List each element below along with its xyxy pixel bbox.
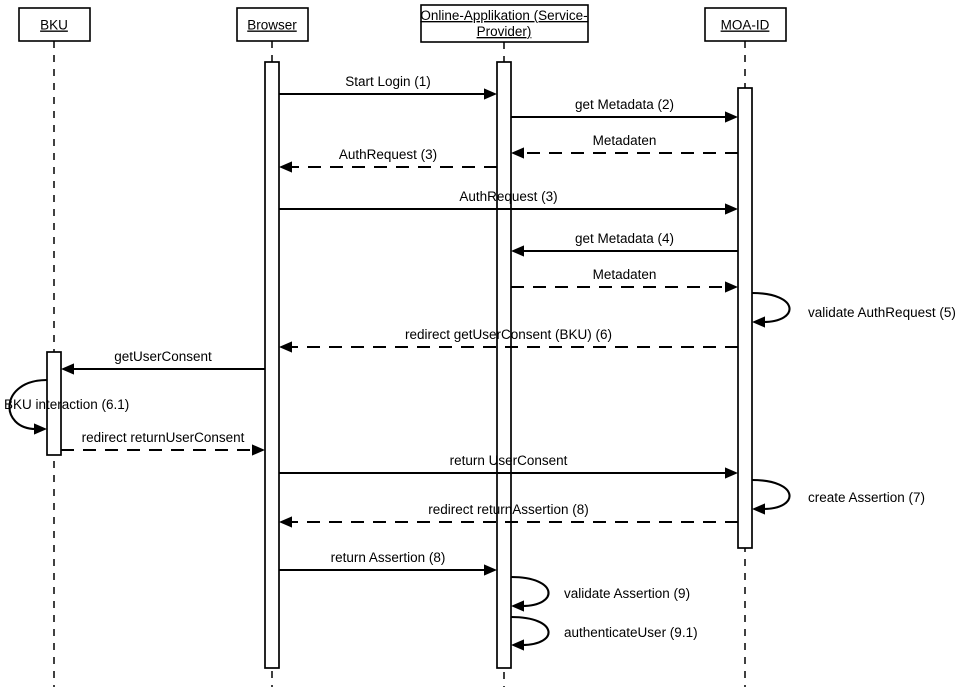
lifeline-header-box-bku[interactable]	[18, 7, 91, 42]
message-3[interactable]: Metadaten	[511, 133, 738, 159]
message-arrowhead-4	[279, 161, 292, 173]
message-arrowhead-5	[725, 203, 738, 215]
self-messages-layer: validate AuthRequest (5) BKU interaction …	[4, 291, 956, 651]
self-message-arrowhead-4	[511, 600, 524, 612]
message-label-12: redirect returnAssertion (8)	[428, 502, 589, 517]
message-label-4: AuthRequest (3)	[339, 147, 437, 162]
lifeline-header-box-moaid[interactable]	[704, 7, 787, 42]
activation-bar-oa[interactable]	[496, 61, 512, 669]
activation-bar-moaid[interactable]	[737, 87, 753, 549]
lifeline-bku[interactable]: BKU	[18, 7, 91, 687]
self-message-label-1: validate AuthRequest (5)	[808, 305, 956, 320]
message-arrowhead-3	[511, 147, 524, 159]
self-message-label-3: create Assertion (7)	[808, 490, 925, 505]
self-message-loop-3	[751, 478, 791, 511]
activations-layer	[46, 61, 753, 669]
activation-bar-browser[interactable]	[264, 61, 280, 669]
self-message-label-2: BKU interaction (6.1)	[4, 397, 129, 412]
message-arrowhead-12	[279, 516, 292, 528]
message-13[interactable]: return Assertion (8)	[279, 550, 497, 576]
lifeline-label-moaid: MOA-ID	[721, 18, 770, 33]
message-label-13: return Assertion (8)	[331, 550, 446, 565]
lifeline-label-bku: BKU	[40, 18, 68, 33]
self-message-moaid-1[interactable]: validate AuthRequest (5)	[751, 291, 956, 328]
self-message-arrowhead-1	[752, 316, 765, 328]
message-label-10: redirect returnUserConsent	[82, 430, 245, 445]
self-message-loop-1	[751, 291, 791, 324]
self-message-arrowhead-2	[34, 423, 47, 435]
self-message-bku-2[interactable]: BKU interaction (6.1)	[4, 378, 129, 435]
message-label-9: getUserConsent	[114, 349, 212, 364]
message-arrowhead-13	[484, 564, 497, 576]
message-label-8: redirect getUserConsent (BKU) (6)	[405, 327, 612, 342]
message-label-5: AuthRequest (3)	[459, 189, 557, 204]
self-message-loop-4	[510, 575, 550, 608]
message-6[interactable]: get Metadata (4)	[511, 231, 738, 257]
message-12[interactable]: redirect returnAssertion (8)	[279, 502, 738, 528]
message-label-6: get Metadata (4)	[575, 231, 674, 246]
message-1[interactable]: Start Login (1)	[279, 74, 497, 100]
message-5[interactable]: AuthRequest (3)	[279, 189, 738, 215]
message-label-2: get Metadata (2)	[575, 97, 674, 112]
message-arrowhead-10	[252, 444, 265, 456]
message-label-3: Metadaten	[593, 133, 657, 148]
message-arrowhead-9	[61, 363, 74, 375]
message-8[interactable]: redirect getUserConsent (BKU) (6)	[279, 327, 738, 353]
message-arrowhead-8	[279, 341, 292, 353]
message-label-1: Start Login (1)	[345, 74, 431, 89]
lifeline-label-browser: Browser	[247, 18, 297, 33]
activation-bar-bku[interactable]	[46, 351, 62, 456]
self-message-label-5: authenticateUser (9.1)	[564, 625, 698, 640]
self-message-oa-4[interactable]: validate Assertion (9)	[510, 575, 690, 612]
message-arrowhead-11	[725, 467, 738, 479]
message-arrowhead-7	[725, 281, 738, 293]
self-message-arrowhead-3	[752, 503, 765, 515]
lifeline-label-oa: Online-Applikation (Service-	[420, 8, 587, 23]
message-arrowhead-1	[484, 88, 497, 100]
self-message-arrowhead-5	[511, 639, 524, 651]
message-10[interactable]: redirect returnUserConsent	[61, 430, 265, 456]
message-2[interactable]: get Metadata (2)	[511, 97, 738, 123]
self-message-loop-2	[8, 378, 48, 431]
message-arrowhead-2	[725, 111, 738, 123]
self-message-loop-5	[510, 615, 550, 647]
self-message-label-4: validate Assertion (9)	[564, 586, 690, 601]
message-7[interactable]: Metadaten	[511, 267, 738, 293]
self-message-oa-5[interactable]: authenticateUser (9.1)	[510, 615, 698, 651]
message-label-7: Metadaten	[593, 267, 657, 282]
lifeline-label2-oa: Provider)	[477, 24, 532, 39]
message-arrowhead-6	[511, 245, 524, 257]
message-label-11: return UserConsent	[450, 453, 568, 468]
message-4[interactable]: AuthRequest (3)	[279, 147, 497, 173]
lifeline-header-box-oa[interactable]	[420, 4, 589, 43]
message-11[interactable]: return UserConsent	[279, 453, 738, 479]
message-9[interactable]: getUserConsent	[61, 349, 265, 375]
messages-layer: Start Login (1) get Metadata (2) Metadaten…	[61, 74, 738, 576]
self-message-moaid-3[interactable]: create Assertion (7)	[751, 478, 925, 515]
lifeline-header-box-browser[interactable]	[236, 7, 309, 42]
